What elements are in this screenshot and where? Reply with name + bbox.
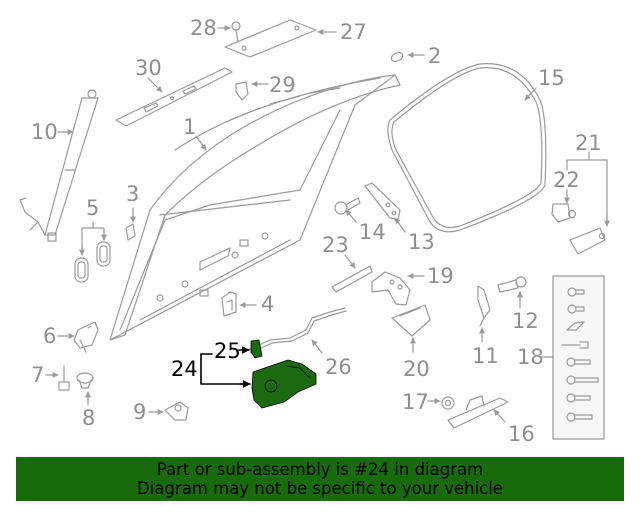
callout-19[interactable]: 19 — [427, 264, 454, 288]
part-8-nut[interactable] — [76, 372, 94, 389]
part-22-sensor[interactable] — [551, 203, 577, 223]
callout-21[interactable]: 21 — [575, 131, 602, 155]
part-24-latch-motor[interactable] — [251, 359, 317, 409]
callout-23[interactable]: 23 — [322, 233, 349, 257]
callout-12[interactable]: 12 — [512, 309, 539, 333]
callout-6[interactable]: 6 — [43, 324, 57, 348]
part-25-motor-connector[interactable] — [250, 339, 263, 359]
part-3-clip[interactable] — [125, 223, 136, 241]
part-23-bracket[interactable] — [331, 265, 373, 293]
part-15-weatherstrip[interactable] — [387, 63, 547, 233]
part-21-lock-assembly[interactable] — [569, 227, 606, 255]
callout-2[interactable]: 2 — [428, 44, 442, 68]
info-banner: Part or sub-assembly is #24 in diagram D… — [16, 457, 624, 501]
callout-20[interactable]: 20 — [403, 357, 430, 381]
part-29-clip[interactable] — [235, 81, 249, 101]
part-1-liftgate-frame[interactable] — [109, 74, 401, 341]
banner-line-part-info: Part or sub-assembly is #24 in diagram — [156, 460, 484, 479]
callout-15[interactable]: 15 — [538, 66, 565, 90]
callout-9[interactable]: 9 — [133, 400, 147, 424]
callout-5[interactable]: 5 — [86, 196, 100, 220]
part-26-cable[interactable] — [247, 307, 347, 354]
callout-8[interactable]: 8 — [82, 406, 96, 430]
callout-25[interactable]: 25 — [214, 339, 241, 363]
part-11-bracket[interactable] — [477, 285, 491, 327]
part-10-lift-strut[interactable] — [19, 89, 99, 242]
callout-22[interactable]: 22 — [553, 168, 580, 192]
callout-10[interactable]: 10 — [31, 120, 58, 144]
callout-18[interactable]: 18 — [517, 345, 544, 369]
part-6-hinge[interactable] — [73, 321, 99, 353]
callout-7[interactable]: 7 — [31, 363, 45, 387]
part-14-screw[interactable] — [334, 197, 361, 215]
diagram-artwork — [19, 19, 610, 440]
part-12-screw[interactable] — [497, 276, 527, 293]
callout-30[interactable]: 30 — [135, 56, 162, 80]
callout-27[interactable]: 27 — [340, 20, 367, 44]
part-17-nut[interactable] — [441, 396, 455, 410]
callout-3[interactable]: 3 — [126, 182, 140, 206]
part-27-pad[interactable] — [224, 19, 317, 58]
part-28-screw[interactable] — [231, 21, 241, 43]
callout-16[interactable]: 16 — [508, 422, 535, 446]
callout-28[interactable]: 28 — [190, 16, 217, 40]
part-20-cover[interactable] — [391, 304, 431, 337]
part-5-grommets[interactable] — [74, 241, 111, 283]
callout-26[interactable]: 26 — [325, 355, 352, 379]
callout-4[interactable]: 4 — [261, 292, 275, 316]
callout-1[interactable]: 1 — [183, 115, 197, 139]
callout-13[interactable]: 13 — [408, 230, 435, 254]
part-13-plate[interactable] — [364, 182, 401, 221]
parts-diagram: 1 2 3 4 5 6 7 8 9 10 11 12 13 14 15 16 1… — [19, 16, 610, 446]
part-16-striker-plate[interactable] — [447, 395, 509, 429]
part-2-plug[interactable] — [390, 51, 404, 63]
callout-14[interactable]: 14 — [359, 220, 386, 244]
part-30-trim-strip[interactable] — [115, 67, 233, 127]
callout-17[interactable]: 17 — [402, 390, 429, 414]
part-19-latch-bracket[interactable] — [371, 271, 411, 306]
callout-11[interactable]: 11 — [472, 344, 499, 368]
part-7-bolt[interactable] — [58, 365, 70, 391]
part-9-clamp[interactable] — [164, 401, 189, 421]
callout-24[interactable]: 24 — [171, 357, 198, 381]
part-4-bracket[interactable] — [221, 291, 237, 317]
part-18-hardware-kit[interactable] — [552, 275, 605, 440]
callout-29[interactable]: 29 — [269, 73, 296, 97]
banner-line-disclaimer: Diagram may not be specific to your vehi… — [137, 479, 503, 498]
